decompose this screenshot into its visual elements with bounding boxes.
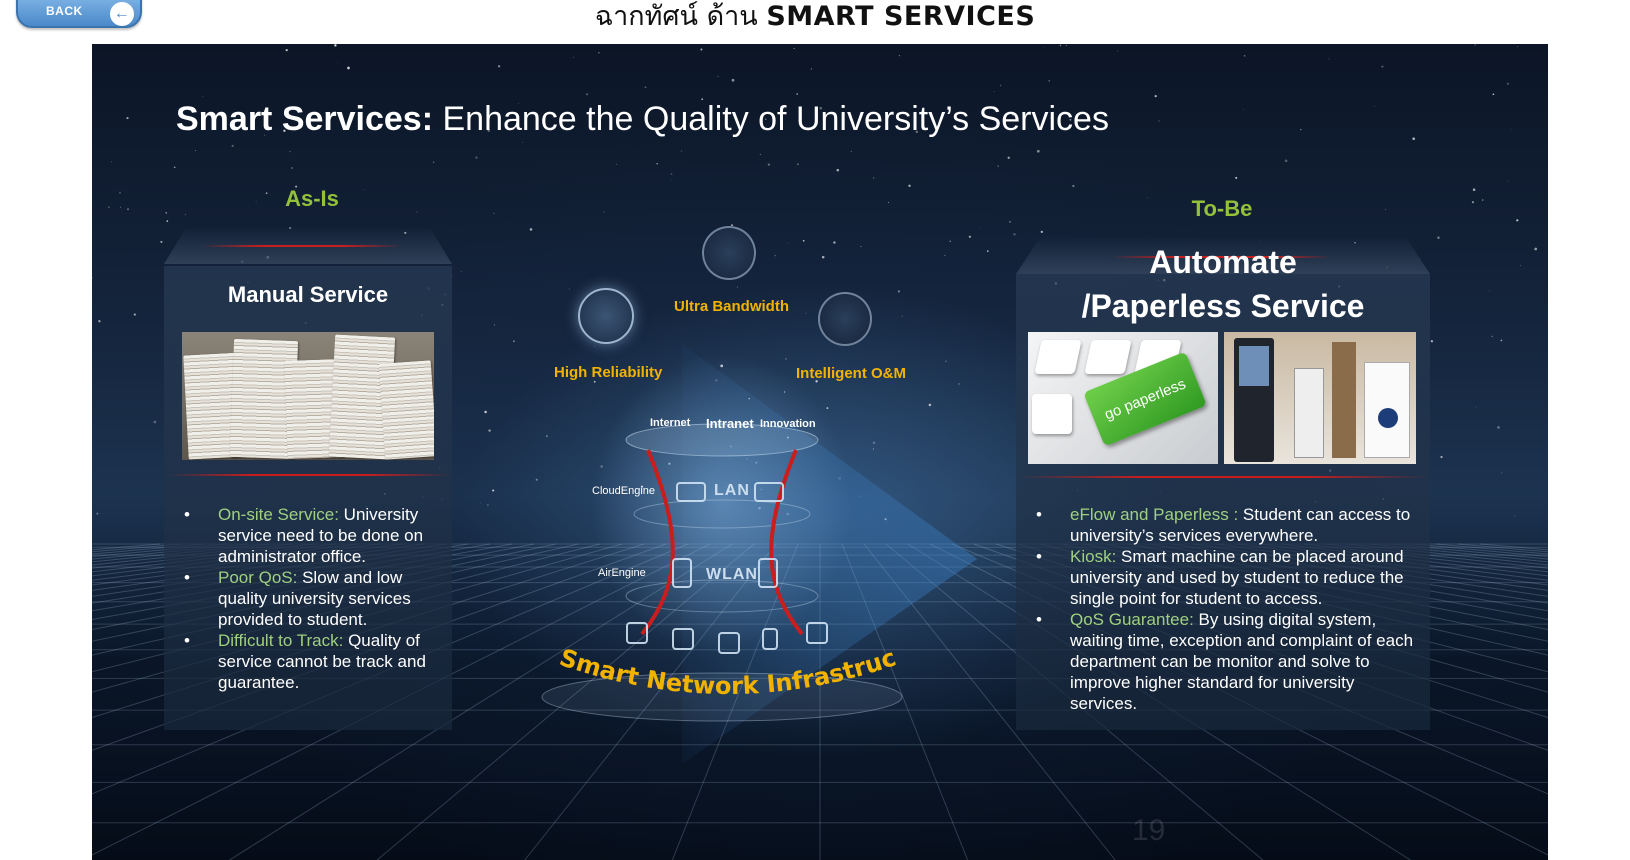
bullet-term: Difficult to Track: — [218, 631, 344, 650]
infrastructure-title-arc: Smart Network Infrastructure — [543, 612, 899, 700]
go-paperless-keyboard-photo: go paperless — [1028, 332, 1218, 464]
to-be-card-title-line2: /Paperless Service — [1081, 288, 1365, 324]
phone-icon — [762, 628, 778, 650]
bullet-term: Kiosk: — [1070, 547, 1117, 566]
tablet-icon — [672, 628, 694, 650]
page-heading-strong: SMART SERVICES — [766, 1, 1036, 32]
presentation-slide: Smart Services: Enhance the Quality of U… — [92, 44, 1548, 860]
switch-icon — [754, 482, 784, 502]
access-point-icon — [758, 558, 778, 588]
monitor-icon — [806, 622, 828, 644]
lan-label: LAN — [714, 482, 750, 499]
as-is-divider-bottom — [168, 474, 452, 476]
bullet-term: On-site Service: — [218, 505, 339, 524]
as-is-divider-top — [202, 245, 402, 247]
to-be-panel-cap — [1016, 236, 1430, 274]
to-be-card-title: Automate /Paperless Service — [1016, 240, 1430, 328]
back-arrow-icon: ← — [110, 2, 134, 26]
internet-cloud-label: Internet — [650, 417, 691, 429]
bullet-text: By using digital system, waiting time, e… — [1070, 610, 1414, 713]
to-be-divider-top — [1112, 256, 1332, 258]
ultra-bandwidth-label: Ultra Bandwidth — [674, 298, 789, 315]
to-be-divider-bottom — [1018, 476, 1428, 478]
bullet-item: Poor QoS: Slow and low quality universit… — [184, 567, 446, 630]
camera-icon — [718, 632, 740, 654]
back-button-label: BACK — [46, 4, 83, 18]
bullet-item: eFlow and Paperless : Student can access… — [1036, 504, 1426, 546]
bullet-text: Quality of service cannot be track and g… — [218, 631, 426, 692]
as-is-label: As-Is — [285, 186, 339, 211]
slide-title: Smart Services: Enhance the Quality of U… — [176, 100, 1109, 139]
page-heading: ฉากทัศน์ ด้าน SMART SERVICES — [0, 0, 1630, 37]
innovation-cloud-label: Innovation — [760, 418, 816, 430]
bullet-term: eFlow and Paperless : — [1070, 505, 1239, 524]
bullet-text: University service need to be done on ad… — [218, 505, 424, 566]
bullet-term: QoS Guarantee: — [1070, 610, 1194, 629]
bullet-text: Smart machine can be placed around unive… — [1070, 547, 1404, 608]
high-reliability-label: High Reliability — [554, 364, 663, 381]
go-paperless-key-label: go paperless — [1101, 375, 1189, 423]
bullet-item: Kiosk: Smart machine can be placed aroun… — [1036, 546, 1426, 609]
intelligent-om-icon — [818, 292, 872, 346]
high-reliability-icon — [578, 288, 634, 344]
bullet-text: Slow and low quality university services… — [218, 568, 411, 629]
to-be-bullet-list: eFlow and Paperless : Student can access… — [1036, 504, 1426, 714]
slide-title-rest: Enhance the Quality of University’s Serv… — [433, 100, 1109, 138]
paper-stacks-photo — [182, 332, 434, 460]
network-infrastructure-diagram — [541, 344, 977, 764]
laptop-icon — [626, 622, 648, 644]
bullet-item: On-site Service: University service need… — [184, 504, 446, 567]
kiosk-photo — [1224, 332, 1416, 464]
to-be-card-title-line1: Automate — [1149, 244, 1297, 280]
cloudengine-label: CloudEngine — [592, 485, 655, 497]
bullet-item: Difficult to Track: Quality of service c… — [184, 630, 446, 693]
as-is-card-title: Manual Service — [227, 282, 389, 307]
wlan-label: WLAN — [706, 566, 758, 583]
bullet-text: Student can access to university’s servi… — [1070, 505, 1411, 545]
page-heading-thai: ฉากทัศน์ ด้าน — [594, 1, 767, 32]
switch-icon — [676, 482, 706, 502]
intelligent-om-label: Intelligent O&M — [796, 365, 906, 382]
bullet-term: Poor QoS: — [218, 568, 298, 587]
airengine-label: AirEngine — [598, 567, 646, 579]
access-point-icon — [672, 558, 692, 588]
ultra-bandwidth-icon — [702, 226, 756, 280]
intranet-cloud-label: Intranet — [706, 416, 754, 431]
page-number: 19 — [1132, 814, 1166, 847]
slide-title-bold: Smart Services: — [176, 100, 434, 138]
to-be-label: To-Be — [1191, 196, 1253, 221]
back-button[interactable]: BACK ← — [16, 0, 142, 28]
as-is-bullet-list: On-site Service: University service need… — [184, 504, 446, 693]
bullet-item: QoS Guarantee: By using digital system, … — [1036, 609, 1426, 714]
